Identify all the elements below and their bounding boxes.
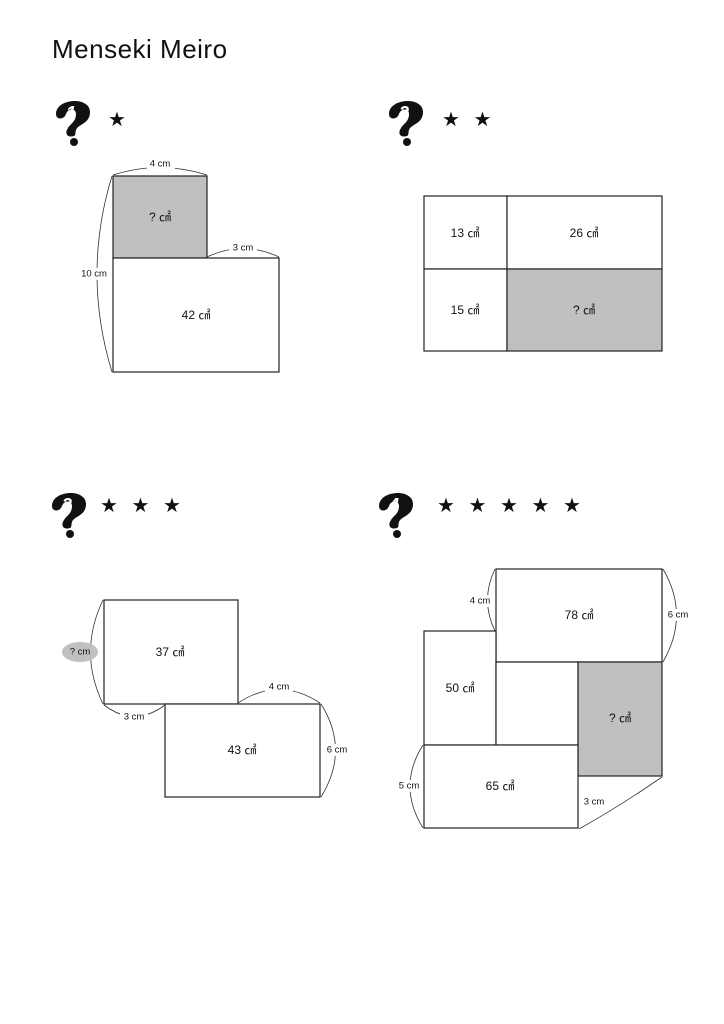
area-label: 43 ㎠	[228, 743, 257, 757]
known-area-rect	[103, 599, 239, 705]
known-area-rect	[423, 268, 508, 352]
difficulty-stars: ★ ★	[442, 109, 496, 131]
area-label: 37 ㎠	[156, 645, 185, 659]
known-area-rect	[112, 257, 280, 373]
dimension-label: 4 cm	[150, 159, 171, 170]
area-label: 65 ㎠	[486, 779, 515, 793]
known-area-rect	[423, 744, 579, 829]
dimension-label: 5 cm	[399, 781, 420, 792]
known-area-rect	[423, 630, 497, 746]
dimension-label: 3 cm	[584, 797, 605, 808]
dimension-arc	[578, 776, 663, 830]
question-number-text: 3	[62, 495, 72, 515]
dimension-label: 6 cm	[327, 745, 348, 756]
dimension-label: 3 cm	[124, 712, 145, 723]
unknown-area-rect	[506, 268, 663, 352]
unknown-length-badge	[62, 642, 98, 662]
question-number-icon: 4	[373, 484, 419, 538]
area-label: 26 ㎠	[570, 226, 599, 240]
dimension-label: ? cm	[70, 647, 91, 658]
dimension-label: 4 cm	[470, 596, 491, 607]
dimension-label: 6 cm	[668, 610, 689, 621]
question-number-text: 4	[388, 495, 399, 515]
question-number-icon: 2	[383, 92, 429, 146]
area-label: 15 ㎠	[451, 303, 480, 317]
dimension-label: 3 cm	[233, 243, 254, 254]
known-area-rect	[164, 703, 321, 798]
page-title: Menseki Meiro	[52, 34, 228, 64]
area-label: 50 ㎠	[446, 681, 475, 695]
question-number-icon: 1	[50, 92, 96, 146]
problem-3-figure: 37 ㎠ 43 ㎠ ? cm 3 cm 4 cm 6 cm	[62, 599, 351, 798]
area-label: ? ㎠	[149, 210, 171, 224]
difficulty-stars: ★ ★ ★ ★ ★	[437, 495, 585, 517]
dimension-label: 10 cm	[81, 269, 107, 280]
problem-1-figure: ? ㎠ 42 ㎠ 4 cm 3 cm 10 cm	[79, 158, 280, 373]
question-number-icon: 3	[46, 484, 92, 538]
area-label: ? ㎠	[609, 711, 631, 725]
known-area-rect	[423, 195, 508, 270]
problem-4-figure: 78 ㎠ 50 ㎠ ? ㎠ 65 ㎠ 4 cm 6 cm 5 cm 3 cm	[395, 568, 692, 830]
area-label: 13 ㎠	[451, 226, 480, 240]
difficulty-stars: ★ ★ ★	[100, 495, 185, 517]
question-number-text: 2	[398, 103, 409, 123]
question-number-text: 1	[66, 103, 76, 123]
area-label: 78 ㎠	[565, 608, 594, 622]
area-label: ? ㎠	[573, 303, 595, 317]
area-label: 42 ㎠	[182, 308, 211, 322]
known-area-rect	[506, 195, 663, 270]
problem-2-figure: 13 ㎠ 26 ㎠ 15 ㎠ ? ㎠	[423, 195, 663, 352]
known-area-rect	[495, 568, 663, 663]
unknown-area-rect	[577, 661, 663, 777]
center-rect	[495, 661, 579, 746]
difficulty-stars: ★	[108, 109, 130, 131]
dimension-label: 4 cm	[269, 682, 290, 693]
